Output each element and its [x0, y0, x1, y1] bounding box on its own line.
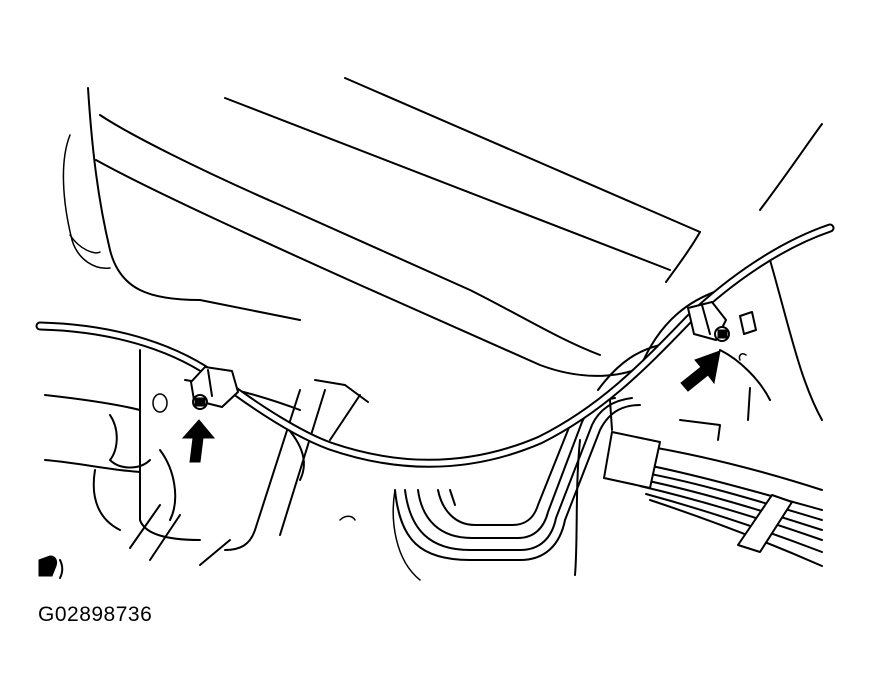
figure-id-label: G02898736: [38, 603, 153, 626]
right-pointer-arrow: [680, 350, 721, 392]
right-cable-clamp: [687, 301, 757, 342]
component-symbol-icon: [38, 555, 64, 579]
brake-cable: [35, 223, 835, 468]
left-pointer-arrow: [181, 419, 216, 463]
tank-body: [62, 77, 823, 391]
left-cable-clamp: [190, 366, 239, 410]
harness-band-right: [737, 494, 793, 553]
wire-harness: [603, 259, 823, 567]
lower-frame: [392, 397, 641, 581]
harness-band-left: [603, 431, 661, 489]
lower-bracket: [44, 349, 369, 566]
